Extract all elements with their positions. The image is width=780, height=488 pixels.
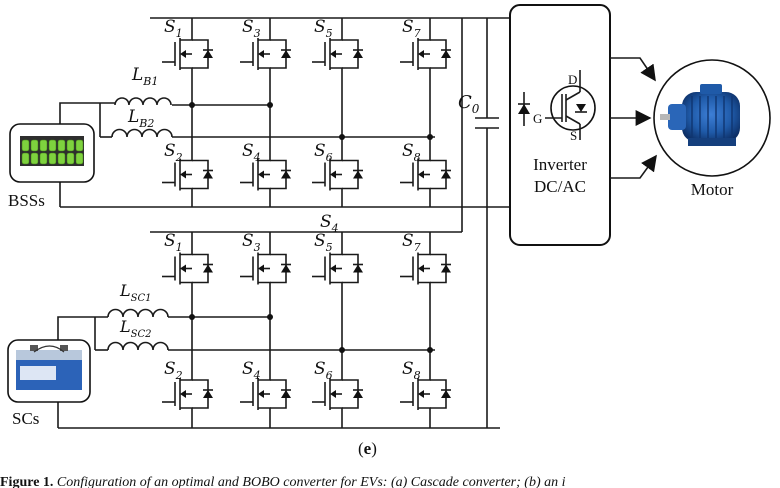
sc-switch-top-4: S7 — [400, 231, 451, 305]
bss-switch-top-4-label: S7 — [402, 17, 421, 40]
sc-switch-top-1-label: S1 — [164, 231, 183, 254]
bss-switch-top-2-label: S3 — [242, 17, 261, 40]
sc-node-4 — [427, 347, 433, 353]
bss-switch-top-4: S7 — [400, 17, 451, 90]
supercapacitor-icon — [7, 339, 91, 403]
motor-label: Motor — [691, 180, 734, 199]
inductor-lsc1 — [107, 308, 169, 318]
sc-switch-bottom-1-label: S2 — [164, 359, 183, 382]
sc-switch-bottom-4: S8 — [400, 359, 451, 428]
label-capacitor: C0 — [458, 92, 480, 116]
bss-switch-bottom-4-label: S8 — [402, 141, 421, 164]
subfigure-label: (e) — [358, 439, 377, 458]
label-link-switch: S4 — [320, 212, 339, 235]
sc-switch-bottom-3: S6 — [312, 359, 363, 428]
sc-switch-bottom-2-label: S4 — [242, 359, 261, 382]
bss-switch-top-3-label: S5 — [314, 17, 333, 40]
bss-switch-top-2: S3 — [240, 17, 291, 90]
battery-pack-icon — [9, 123, 95, 183]
inverter-label-2: DC/AC — [534, 177, 586, 196]
inductor-lsc2 — [107, 341, 169, 351]
label-lsc2: LSC2 — [119, 317, 152, 340]
sc-switch-bottom-1: S2 — [162, 359, 213, 428]
inverter-block: D G S Inverter DC/AC — [509, 4, 611, 246]
sc-switch-top-2: S3 — [240, 231, 291, 305]
pin-g: G — [533, 111, 542, 126]
bss-node-2 — [267, 102, 273, 108]
bss-switch-top-1: S1 — [162, 17, 213, 90]
sc-switch-top-2-label: S3 — [242, 231, 261, 254]
sc-switch-bottom-2: S4 — [240, 359, 291, 428]
bss-switch-bottom-4: S8 — [400, 141, 451, 207]
bss-node-3 — [339, 134, 345, 140]
bss-switch-top-1-label: S1 — [164, 17, 183, 40]
label-lb1: LB1 — [131, 65, 158, 88]
dc-link-wiring — [461, 18, 499, 428]
bss-switch-bottom-2-label: S4 — [242, 141, 261, 164]
label-lb2: LB2 — [127, 107, 154, 130]
bss-switch-bottom-3-label: S6 — [314, 141, 333, 164]
inductor-lb1 — [114, 97, 172, 106]
pin-d: D — [568, 72, 577, 87]
bss-node-4 — [427, 134, 433, 140]
bss-switch-bottom-1: S2 — [162, 141, 213, 207]
sc-switch-top-3-label: S5 — [314, 231, 333, 254]
sc-switch-top-3: S5 — [312, 231, 363, 305]
phase-arrows — [610, 57, 657, 179]
bss-switch-bottom-1-label: S2 — [164, 141, 183, 164]
bss-switch-bottom-2: S4 — [240, 141, 291, 207]
figure-caption: Figure 1. Configuration of an optimal an… — [0, 475, 566, 488]
sc-switch-bottom-4-label: S8 — [402, 359, 421, 382]
sc-label: SCs — [12, 409, 39, 428]
sc-node-2 — [267, 314, 273, 320]
sc-switch-top-1: S1 — [162, 231, 213, 305]
sc-node-3 — [339, 347, 345, 353]
bss-switch-top-3: S5 — [312, 17, 363, 90]
sc-switch-bottom-3-label: S6 — [314, 359, 333, 382]
bss-label: BSSs — [8, 191, 45, 210]
inverter-label-1: Inverter — [533, 155, 587, 174]
pin-s: S — [570, 128, 577, 143]
label-lsc1: LSC1 — [119, 281, 152, 304]
bss-node-1 — [189, 102, 195, 108]
bss-switch-bottom-3: S6 — [312, 141, 363, 207]
sc-switch-top-4-label: S7 — [402, 231, 421, 254]
sc-node-1 — [189, 314, 195, 320]
bss-wiring — [59, 17, 510, 208]
sc-wiring — [57, 231, 500, 429]
inductor-lb2 — [111, 128, 173, 138]
motor-icon — [653, 59, 771, 177]
